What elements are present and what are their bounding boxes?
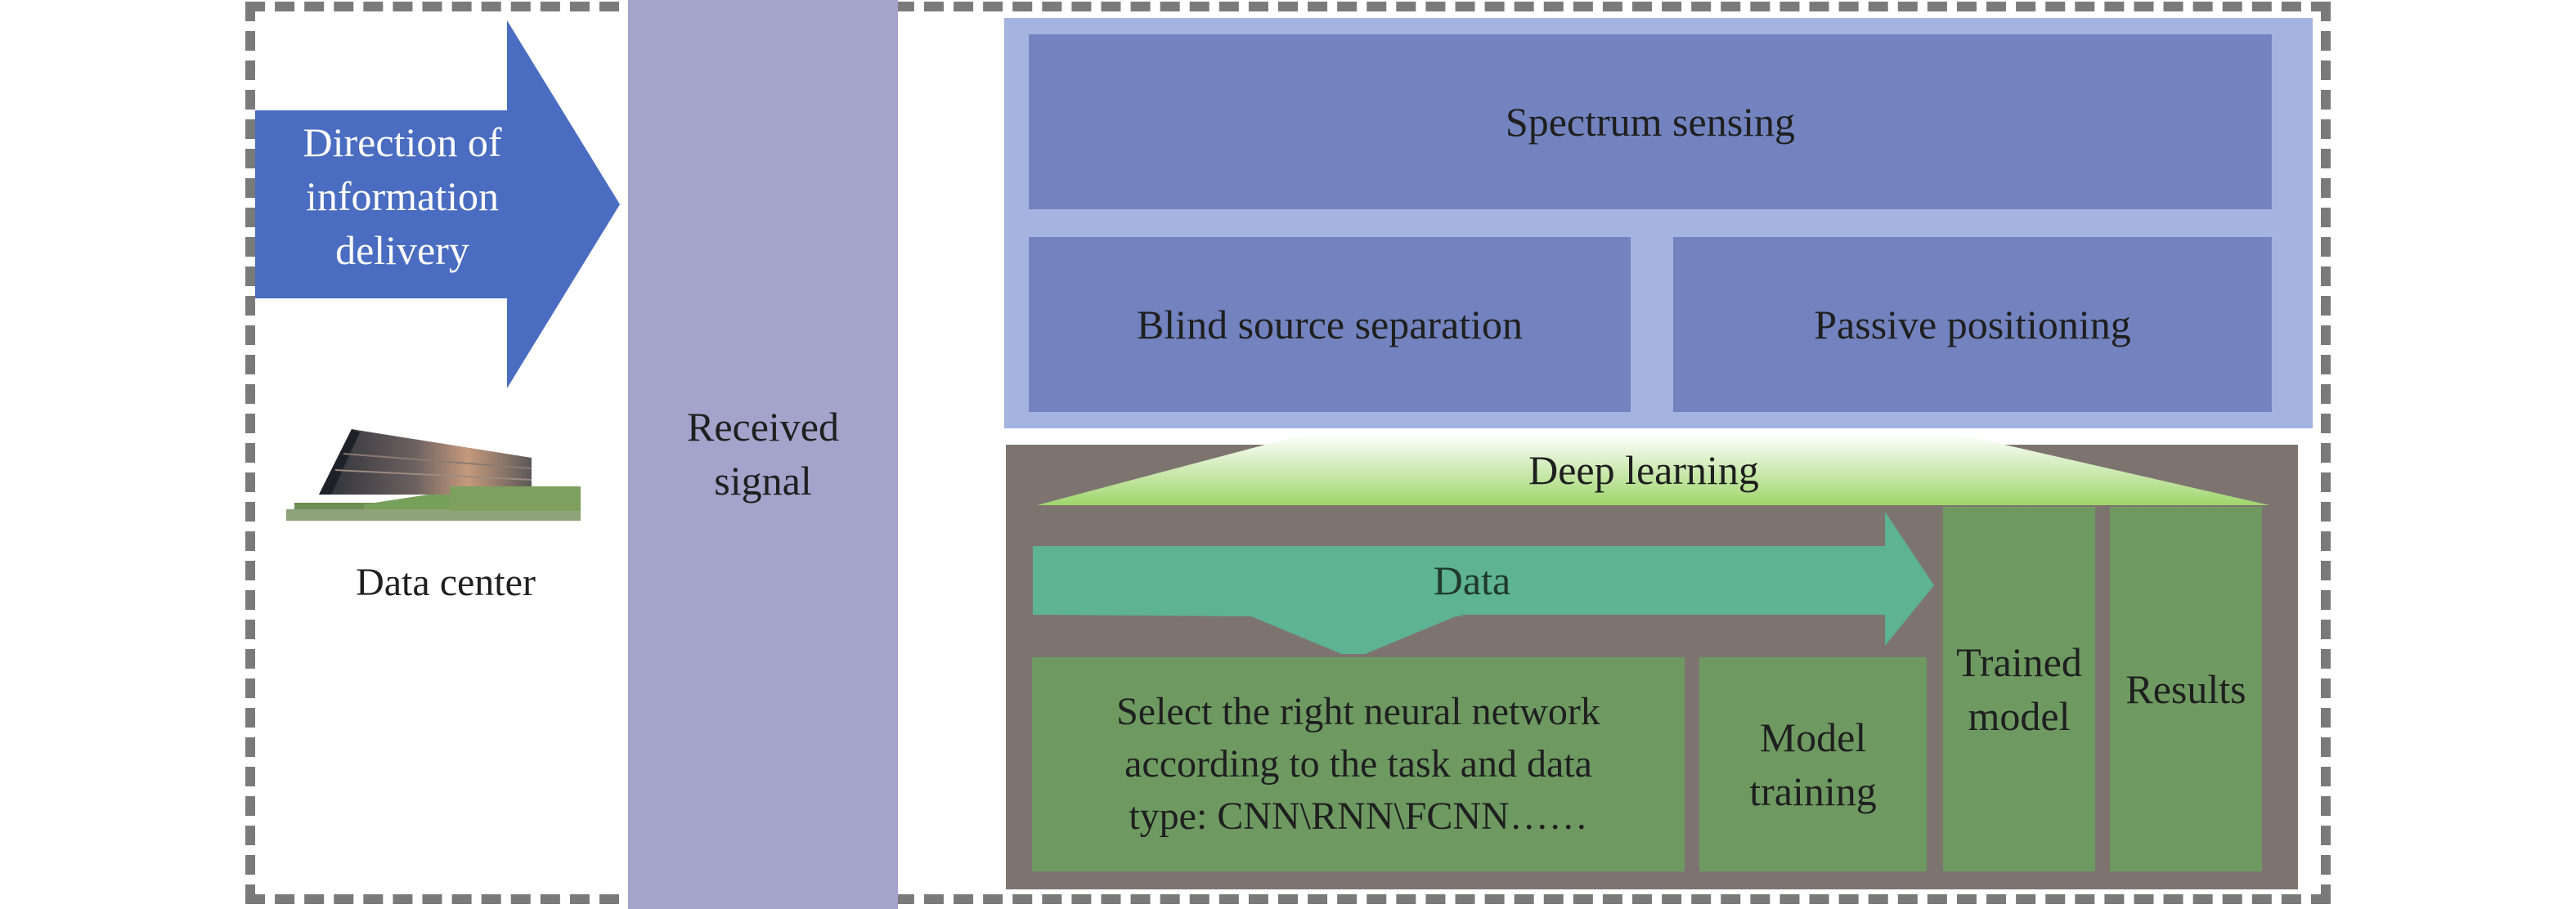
- select-network-box: Select the right neural network accordin…: [1032, 657, 1685, 871]
- data-arrow-down-shape: [1247, 615, 1460, 654]
- select-line-3: type: CNN\RNN\FCNN……: [1129, 795, 1588, 838]
- data-center-label: Data center: [356, 561, 536, 604]
- trained-model-line-2: model: [1968, 693, 2071, 739]
- data-label: Data: [1433, 557, 1511, 603]
- select-line-2: according to the task and data: [1124, 742, 1592, 786]
- data-arrow: [1033, 512, 1934, 654]
- direction-arrow-label: Direction of information delivery: [255, 110, 550, 282]
- passive-positioning-box: Passive positioning: [1673, 237, 2272, 412]
- deep-learning-trapezoid: [1037, 433, 2269, 505]
- model-training-box: Model training: [1699, 657, 1927, 871]
- direction-line-3: delivery: [335, 227, 469, 273]
- spectrum-sensing-box: Spectrum sensing: [1029, 34, 2272, 209]
- deep-learning-title: Deep learning: [1528, 447, 1759, 493]
- direction-line-2: information: [305, 173, 500, 219]
- direction-arrow: [255, 20, 620, 388]
- blind-source-separation-box: Blind source separation: [1029, 237, 1631, 412]
- direction-line-1: Direction of: [303, 119, 502, 165]
- received-line-2: signal: [714, 458, 812, 504]
- deep-learning-trapezoid-shape: [1037, 433, 2269, 505]
- data-arrow-shape: [1033, 512, 1934, 646]
- model-training-line-2: training: [1749, 768, 1877, 814]
- received-signal-label: Received signal: [628, 396, 898, 511]
- data-center-building-icon: [286, 429, 581, 521]
- results-box: Results: [2110, 507, 2262, 871]
- select-line-1: Select the right neural network: [1116, 690, 1600, 733]
- received-signal-column: [628, 0, 898, 909]
- received-line-1: Received: [686, 404, 839, 450]
- trained-model-line-1: Trained: [1956, 639, 2082, 685]
- direction-arrow-shape: [255, 20, 620, 388]
- model-training-line-1: Model: [1759, 714, 1867, 760]
- trained-model-box: Trained model: [1943, 507, 2095, 871]
